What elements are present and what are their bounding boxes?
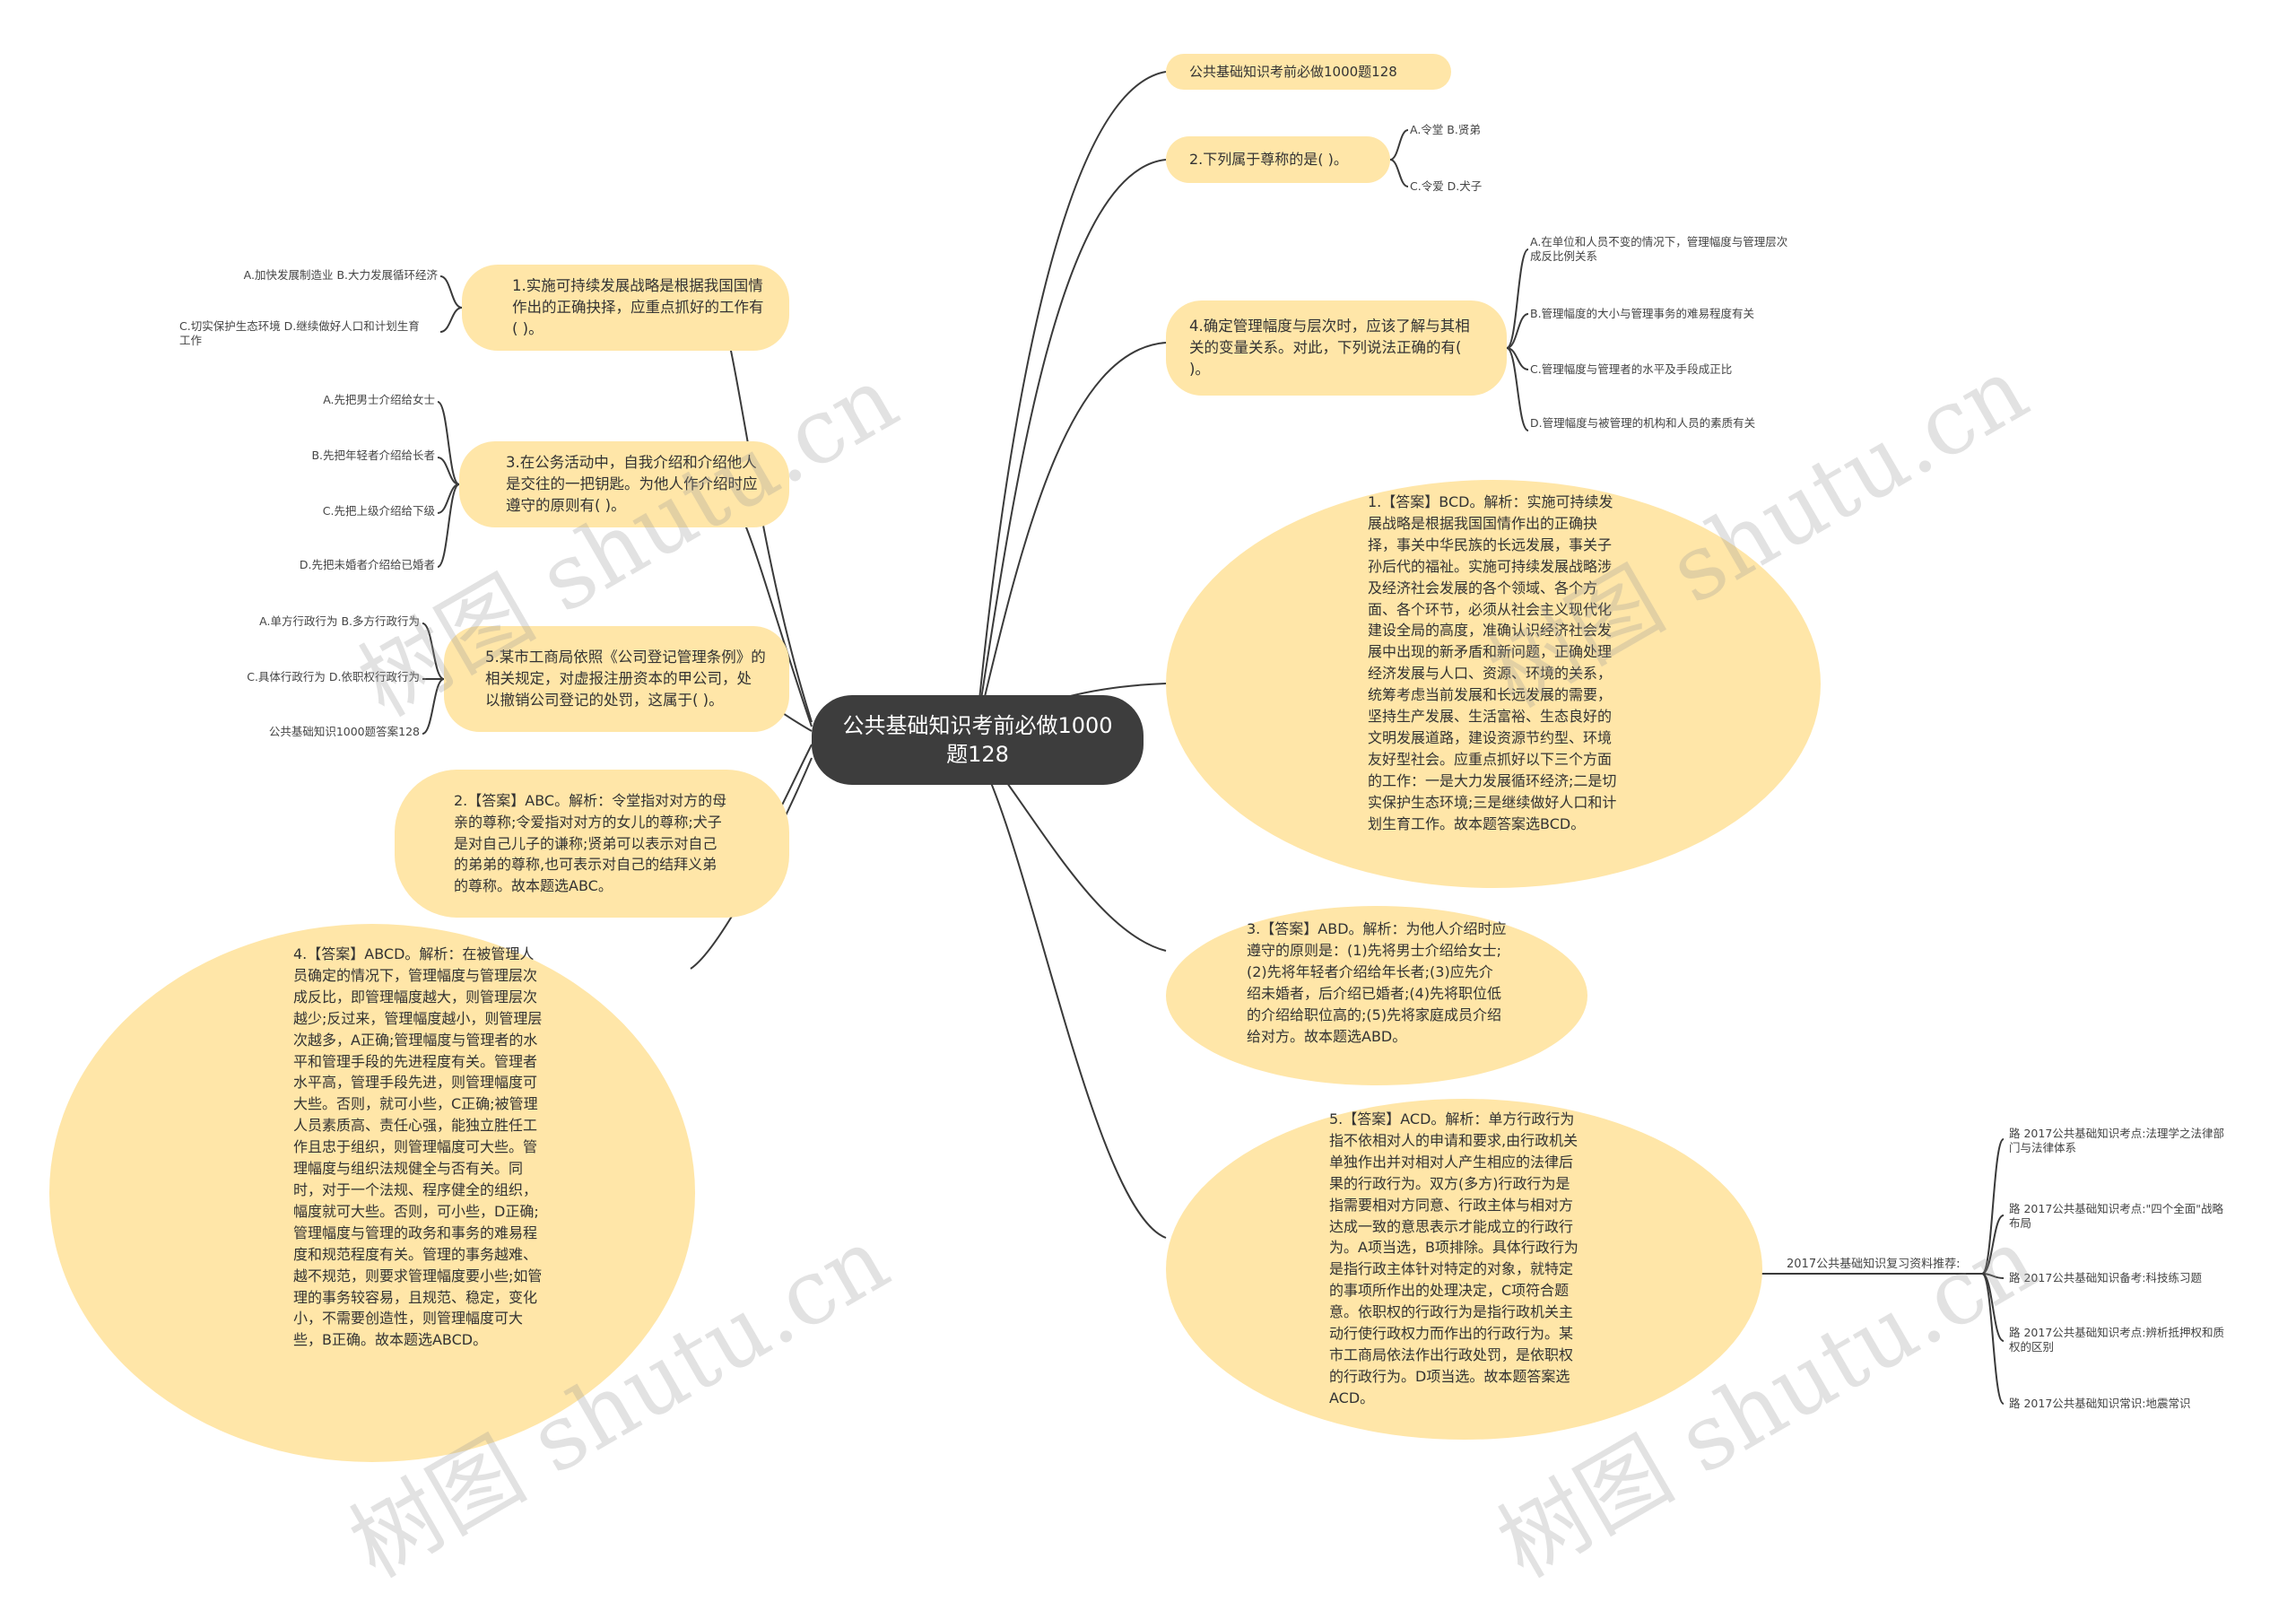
question-3-node[interactable]: 3.在公务活动中，自我介绍和介绍他人是交往的一把钥匙。为他人作介绍时应遵守的原则… xyxy=(459,441,789,527)
question-2-label: 2.下列属于尊称的是( )。 xyxy=(1189,151,1348,168)
recommend-item-5[interactable]: 路 2017公共基础知识常识:地震常识 xyxy=(2009,1397,2191,1410)
question-1-label: 1.实施可持续发展战略是根据我国国情作出的正确抉择，应重点抓好的工作有( )。 xyxy=(512,277,764,337)
question-5-option-cd: C.具体行政行为 D.依职权行政行为 xyxy=(247,670,420,683)
recommend-item-2[interactable]: 路 2017公共基础知识考点:"四个全面"战略布局 xyxy=(2009,1202,2223,1230)
question-5-option-title: 公共基础知识1000题答案128 xyxy=(268,725,420,738)
recommend-item-1[interactable]: 路 2017公共基础知识考点:法理学之法律部门与法律体系 xyxy=(2009,1127,2224,1154)
question-2-node[interactable]: 2.下列属于尊称的是( )。 xyxy=(1166,136,1390,183)
center-topic-label: 公共基础知识考前必做1000题128 xyxy=(842,713,1113,767)
question-2-option-ab: A.令堂 B.贤弟 xyxy=(1410,123,1481,136)
answer-3-node[interactable]: 3.【答案】ABD。解析：为他人介绍时应遵守的原则是：(1)先将男士介绍给女士;… xyxy=(1166,906,1587,1085)
title-node-label: 公共基础知识考前必做1000题128 xyxy=(1189,64,1397,80)
question-5-label: 5.某市工商局依照《公司登记管理条例》的相关规定，对虚报注册资本的甲公司，处以撤… xyxy=(485,649,766,709)
question-3-option-c: C.先把上级介绍给下级 xyxy=(322,504,435,518)
question-3-option-d: D.先把未婚者介绍给已婚者 xyxy=(299,558,435,571)
answer-2-text: 2.【答案】ABC。解析：令堂指对对方的母亲的尊称;令爱指对对方的女儿的尊称;犬… xyxy=(454,791,727,895)
question-4-option-a: A.在单位和人员不变的情况下，管理幅度与管理层次成反比例关系 xyxy=(1530,235,1788,263)
question-3-option-b: B.先把年轻者介绍给长者 xyxy=(311,448,435,462)
question-4-node[interactable]: 4.确定管理幅度与层次时，应该了解与其相关的变量关系。对此，下列说法正确的有( … xyxy=(1166,300,1507,396)
question-4-option-b: B.管理幅度的大小与管理事务的难易程度有关 xyxy=(1530,307,1755,320)
question-4-option-d: D.管理幅度与被管理的机构和人员的素质有关 xyxy=(1530,416,1756,430)
recommend-item-3[interactable]: 路 2017公共基础知识备考:科技练习题 xyxy=(2009,1271,2202,1284)
question-1-option-cd: C.切实保护生态环境 D.继续做好人口和计划生育工作 xyxy=(179,319,420,347)
center-topic[interactable]: 公共基础知识考前必做1000题128 xyxy=(812,695,1144,785)
question-5-node[interactable]: 5.某市工商局依照《公司登记管理条例》的相关规定，对虚报注册资本的甲公司，处以撤… xyxy=(444,626,789,732)
question-3-option-a: A.先把男士介绍给女士 xyxy=(323,393,435,406)
answer-1-text: 1.【答案】BCD。解析：实施可持续发展战略是根据我国国情作出的正确抉择，事关中… xyxy=(1368,493,1617,832)
answer-2-node[interactable]: 2.【答案】ABC。解析：令堂指对对方的母亲的尊称;令爱指对对方的女儿的尊称;犬… xyxy=(395,770,789,918)
question-4-label: 4.确定管理幅度与层次时，应该了解与其相关的变量关系。对此，下列说法正确的有( … xyxy=(1189,318,1470,378)
answer-5-text: 5.【答案】ACD。解析：单方行政行为指不依相对人的申请和要求,由行政机关单独作… xyxy=(1329,1110,1578,1406)
answer-1-node[interactable]: 1.【答案】BCD。解析：实施可持续发展战略是根据我国国情作出的正确抉择，事关中… xyxy=(1166,480,1821,888)
recommend-label[interactable]: 2017公共基础知识复习资料推荐: xyxy=(1787,1258,1961,1271)
mindmap-canvas: 公共基础知识考前必做1000题128 公共基础知识考前必做1000题128 2.… xyxy=(49,54,2224,1598)
title-node[interactable]: 公共基础知识考前必做1000题128 xyxy=(1166,54,1451,90)
question-4-option-c: C.管理幅度与管理者的水平及手段成正比 xyxy=(1530,362,1733,376)
question-1-node[interactable]: 1.实施可持续发展战略是根据我国国情作出的正确抉择，应重点抓好的工作有( )。 xyxy=(462,265,789,351)
question-5-option-ab: A.单方行政行为 B.多方行政行为 xyxy=(259,614,420,628)
question-3-label: 3.在公务活动中，自我介绍和介绍他人是交往的一把钥匙。为他人作介绍时应遵守的原则… xyxy=(506,454,758,514)
answer-4-node[interactable]: 4.【答案】ABCD。解析：在被管理人员确定的情况下，管理幅度与管理层次成反比，… xyxy=(49,924,695,1462)
answer-3-text: 3.【答案】ABD。解析：为他人介绍时应遵守的原则是：(1)先将男士介绍给女士;… xyxy=(1247,920,1507,1045)
question-2-option-cd: C.令爱 D.犬子 xyxy=(1410,179,1483,193)
question-1-option-ab: A.加快发展制造业 B.大力发展循环经济 xyxy=(243,268,438,282)
connector-lines xyxy=(422,71,2005,1405)
answer-4-text: 4.【答案】ABCD。解析：在被管理人员确定的情况下，管理幅度与管理层次成反比，… xyxy=(293,945,543,1349)
recommend-item-4[interactable]: 路 2017公共基础知识考点:辨析抵押权和质权的区别 xyxy=(2009,1326,2224,1354)
answer-5-node[interactable]: 5.【答案】ACD。解析：单方行政行为指不依相对人的申请和要求,由行政机关单独作… xyxy=(1166,1099,1762,1440)
